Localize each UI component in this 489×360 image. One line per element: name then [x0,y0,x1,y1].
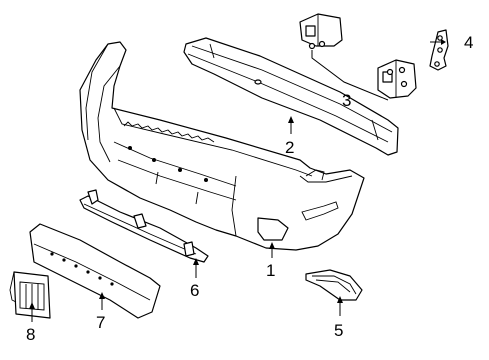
bracket-lower-part-3 [377,59,417,99]
bumper-cover-part-1 [79,41,365,251]
callout-5: 5 [334,321,343,340]
clip-part-8 [9,271,51,319]
grille-part-7 [29,223,161,319]
callout-1: 1 [266,261,275,280]
leader-part-3 [311,50,389,101]
leader-lines [29,39,446,322]
impact-bar-part-2 [183,37,399,156]
callout-3: 3 [342,91,351,110]
reflector-part-5 [305,269,363,301]
bracket-upper-part-3 [299,13,343,50]
callout-6: 6 [190,281,199,300]
callout-4: 4 [464,33,473,52]
bracket-part-4 [429,29,449,71]
callout-7: 7 [96,313,105,332]
callout-2: 2 [285,138,294,157]
grille-support-part-6 [79,189,209,263]
callout-8: 8 [26,325,35,344]
